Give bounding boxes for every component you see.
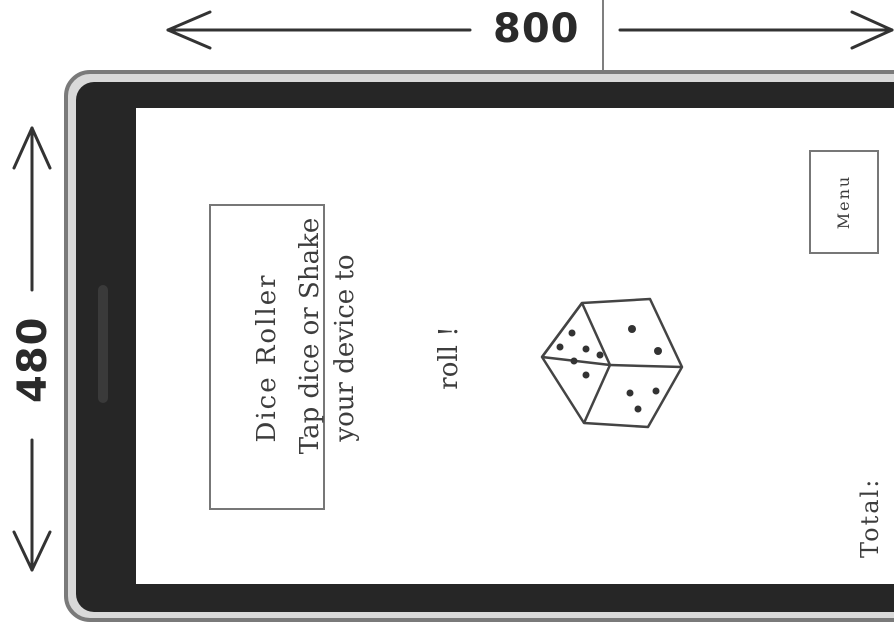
instruction-line-3: roll ! xyxy=(431,308,467,408)
instruction-line-2: your device to xyxy=(327,218,363,478)
total-label: Total: xyxy=(852,438,888,558)
app-title: Dice Roller xyxy=(247,222,287,494)
height-dimension-label: 480 xyxy=(9,333,57,403)
dice-icon[interactable] xyxy=(538,295,688,435)
width-dimension-label: 800 xyxy=(493,6,580,52)
menu-button-label: Menu xyxy=(832,162,856,242)
instruction-line-1: Tap dice or Shake xyxy=(292,186,328,486)
speaker-slot xyxy=(98,285,108,403)
